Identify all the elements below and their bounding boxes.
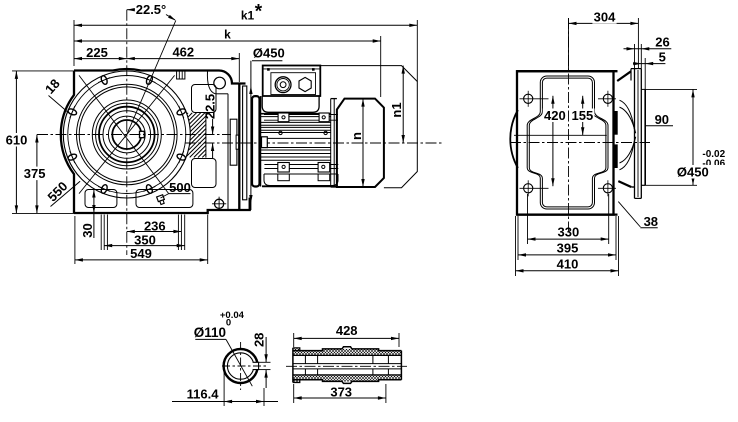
svg-text:610: 610	[6, 132, 28, 147]
svg-text:n1: n1	[389, 102, 404, 117]
svg-text:375: 375	[24, 166, 46, 181]
svg-text:395: 395	[557, 240, 579, 255]
svg-text:225: 225	[86, 45, 108, 60]
svg-text:410: 410	[557, 256, 579, 271]
svg-text:38: 38	[644, 214, 658, 229]
svg-text:26: 26	[655, 35, 669, 50]
svg-text:-0.02: -0.02	[702, 149, 725, 160]
svg-text:k1: k1	[241, 9, 255, 23]
svg-text:428: 428	[336, 323, 358, 338]
svg-text:330: 330	[558, 225, 580, 240]
svg-text:Ø450: Ø450	[677, 164, 709, 179]
svg-text:-0.06: -0.06	[702, 159, 725, 170]
svg-text:22.5: 22.5	[202, 94, 217, 119]
svg-text:22.5°: 22.5°	[136, 2, 167, 17]
svg-text:*: *	[255, 2, 263, 23]
svg-text:350: 350	[134, 233, 156, 248]
svg-text:373: 373	[330, 384, 352, 399]
svg-text:90: 90	[655, 112, 669, 127]
svg-text:462: 462	[172, 45, 194, 60]
svg-text:Ø110: Ø110	[194, 325, 226, 340]
svg-text:304: 304	[594, 10, 616, 25]
svg-text:155: 155	[572, 108, 594, 123]
svg-text:28: 28	[251, 333, 266, 347]
svg-text:116.4: 116.4	[187, 386, 220, 401]
svg-text:236: 236	[144, 219, 166, 234]
svg-text:0: 0	[226, 318, 231, 329]
svg-text:5: 5	[659, 50, 666, 65]
svg-text:420: 420	[544, 108, 566, 123]
svg-text:Ø450: Ø450	[253, 46, 285, 61]
svg-text:549: 549	[130, 246, 152, 261]
svg-text:+0.04: +0.04	[220, 310, 245, 321]
svg-text:30: 30	[80, 223, 95, 237]
svg-text:500: 500	[169, 180, 191, 195]
svg-text:n: n	[349, 132, 364, 140]
svg-text:k: k	[224, 28, 231, 42]
